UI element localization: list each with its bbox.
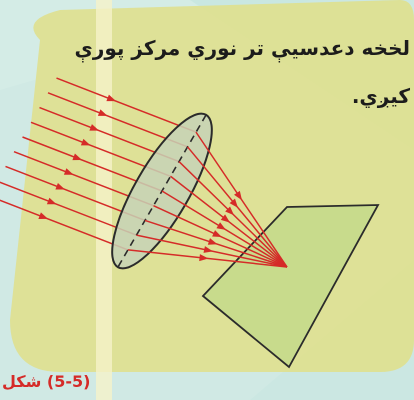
- ray-arrowhead: [55, 182, 66, 190]
- ray-arrowhead: [216, 222, 226, 230]
- ray-arrowhead: [203, 246, 214, 253]
- caption-line-1: لخخه دعدسيې تر نوري مرکز پورې: [74, 36, 410, 60]
- caption-line-2: کيږي.: [351, 84, 410, 108]
- ray-arrowhead: [220, 214, 231, 223]
- ray-arrowhead: [234, 190, 242, 201]
- ray-arrowhead: [80, 138, 91, 146]
- focal-screen: [201, 204, 380, 369]
- ray-arrowhead: [225, 206, 235, 216]
- ray-arrowhead: [46, 197, 57, 205]
- incident-ray: [0, 181, 137, 236]
- ray-arrowhead: [212, 230, 222, 238]
- incident-ray: [0, 199, 129, 251]
- paper-strip: [96, 0, 112, 400]
- ray-arrowhead: [207, 238, 218, 245]
- ray-arrowhead: [89, 124, 100, 131]
- ray-arrowhead: [97, 109, 108, 116]
- ray-arrowhead: [72, 153, 83, 161]
- incident-ray: [56, 77, 197, 133]
- ray-arrowhead: [63, 168, 74, 175]
- light-rays-front: [127, 131, 288, 268]
- ray-arrowhead: [38, 212, 49, 219]
- incident-ray: [47, 92, 188, 148]
- ray-arrowhead: [106, 94, 117, 102]
- figure-label: (5-5) شکل: [2, 372, 91, 391]
- ray-arrowhead: [199, 254, 209, 262]
- ray-arrowhead: [229, 198, 239, 208]
